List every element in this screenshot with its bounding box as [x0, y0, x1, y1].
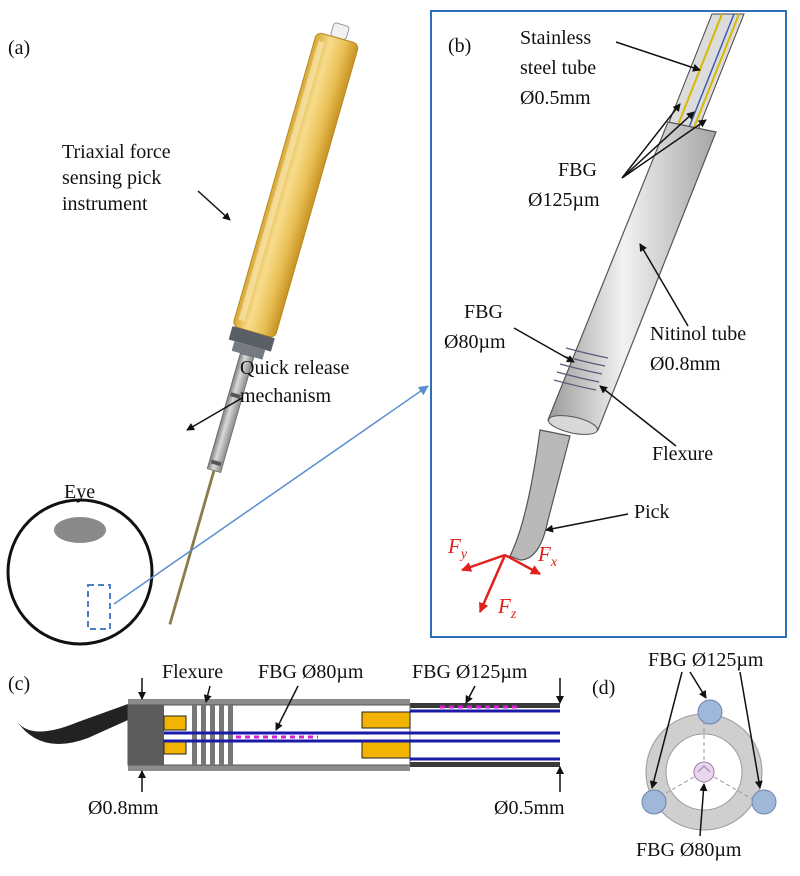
fbg125-d-label: FBG Ø125µm — [648, 649, 764, 671]
flexure-slots — [192, 705, 233, 765]
panel-d-label: (d) — [592, 677, 616, 699]
eye-lens — [54, 517, 106, 543]
panel-c-cross-section — [16, 678, 564, 792]
fbg80-b-label-line2: Ø80µm — [444, 331, 506, 353]
pick-label: Pick — [634, 501, 670, 523]
force-vectors — [461, 553, 541, 613]
fiber-top — [697, 699, 723, 725]
fbg80-d-label: FBG Ø80µm — [636, 839, 742, 861]
force-x-label: Fx — [538, 542, 558, 571]
force-z-arrow — [478, 554, 507, 613]
dia08-label: Ø0.8mm — [88, 797, 159, 819]
fiber-right — [751, 789, 777, 815]
panel-c-label: (c) — [8, 673, 31, 695]
fbg125-c-label: FBG Ø125µm — [412, 661, 528, 683]
pick-pointer — [545, 513, 629, 533]
pick-blade — [509, 429, 571, 561]
fbg125-pointer-2 — [621, 111, 695, 179]
stainless-pointer — [615, 41, 701, 72]
nitinol-tube-body — [547, 121, 717, 431]
pick-hook — [16, 704, 128, 744]
force-x-arrow — [504, 553, 541, 576]
stainless-label-line1: Stainless — [520, 27, 592, 49]
instrument-label-line1: Triaxial force — [62, 141, 171, 163]
panel-d-end-view — [641, 671, 777, 837]
stainless-label-line3: Ø0.5mm — [520, 87, 591, 109]
panel-b-label: (b) — [448, 35, 472, 57]
flexure-c-label: Flexure — [162, 661, 224, 683]
fbg125-b-label-line2: Ø125µm — [528, 189, 600, 211]
instrument-pointer — [197, 190, 231, 221]
stainless-label-line2: steel tube — [520, 57, 597, 79]
flexure-b-label: Flexure — [652, 443, 714, 465]
quick-release-collar — [228, 326, 275, 352]
force-z-label: Fz — [498, 594, 517, 623]
pick-needle — [168, 470, 216, 625]
fbg80-c-label: FBG Ø80µm — [258, 661, 364, 683]
quick-release-pointer — [186, 397, 243, 431]
eye-label: Eye — [64, 481, 96, 503]
flexure-pointer — [599, 385, 677, 447]
force-y-label: Fy — [448, 534, 468, 563]
fbg125-pointer-3 — [621, 119, 707, 179]
zoom-frame — [430, 10, 787, 638]
nitinol-label-line2: Ø0.8mm — [650, 353, 721, 375]
fbg80-b-label-line1: FBG — [464, 301, 503, 323]
eye-diagram — [6, 498, 154, 646]
instrument-label-line3: instrument — [62, 193, 148, 215]
quick-release-label-line2: mechanism — [240, 385, 332, 407]
dia05-label: Ø0.5mm — [494, 797, 565, 819]
nitinol-pointer — [639, 243, 689, 327]
nitinol-label-line1: Nitinol tube — [650, 323, 747, 345]
fbg125-pointer-1 — [621, 103, 681, 179]
fiber-left — [641, 789, 667, 815]
panel-b-nitinol-tube — [509, 13, 745, 561]
instrument-label-line2: sensing pick — [62, 167, 162, 189]
zoom-arrow — [113, 385, 429, 605]
fbg80-pointer — [513, 327, 575, 363]
panel-a-label: (a) — [8, 37, 31, 59]
eye-outline — [6, 498, 154, 646]
fbg125-b-label-line1: FBG — [558, 159, 597, 181]
center-fiber — [693, 761, 715, 783]
panel-a-instrument — [168, 22, 359, 625]
force-y-arrow — [461, 553, 506, 572]
quick-release-label-line1: Quick release — [240, 357, 350, 379]
zoom-region-box — [87, 584, 111, 630]
